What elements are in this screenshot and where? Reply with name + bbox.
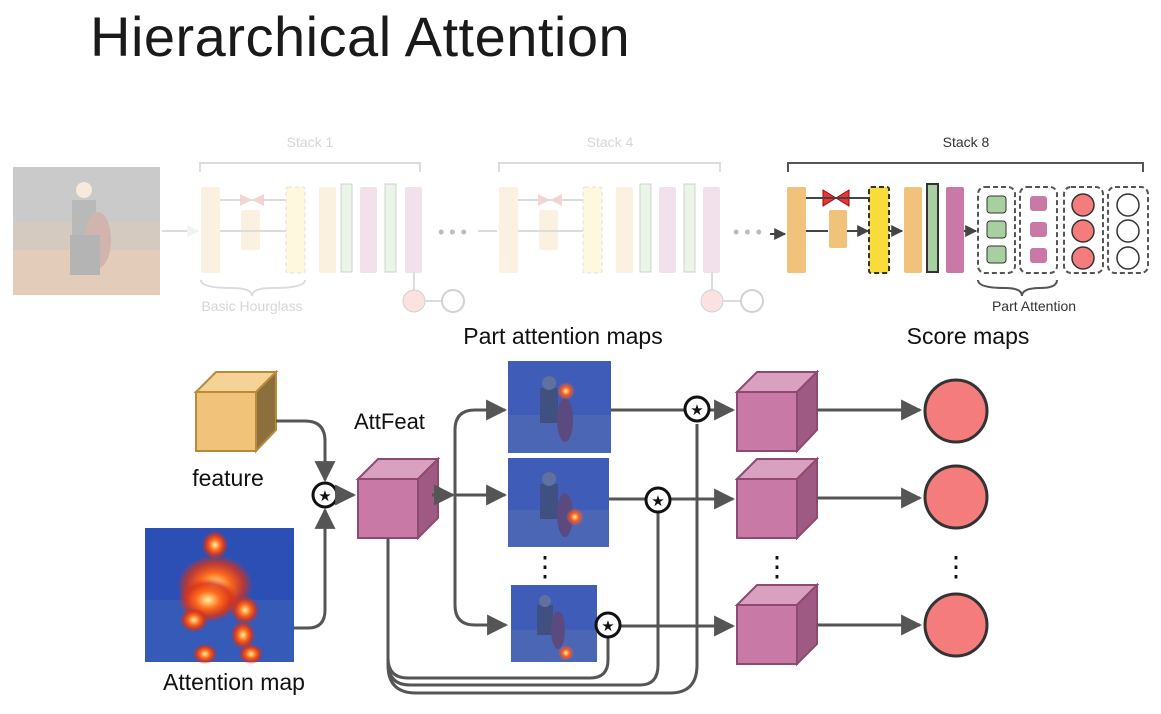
svg-text:Stack 4: Stack 4 [587,134,634,150]
score-map-3 [923,592,989,658]
svg-text:★: ★ [690,402,703,419]
svg-text:Part Attention: Part Attention [992,298,1076,314]
score-maps-label: Score maps [907,323,1030,349]
part-attention-map-1 [508,361,611,453]
score-map-2 [923,464,989,530]
svg-text:Basic Hourglass: Basic Hourglass [201,298,302,314]
stack-4: Stack 4 [478,134,764,313]
star-operator-1: ★ [311,481,339,509]
stack-8: Stack 8 Part Attention [770,134,1149,314]
star-operator-4: ★ [594,611,622,639]
output-cube-1 [734,369,820,454]
part-attention-maps-label: Part attention maps [463,323,662,349]
svg-text:★: ★ [318,488,331,505]
svg-text:★: ★ [651,493,664,510]
input-photo [13,167,160,295]
ellipsis-2: • • • [733,222,762,242]
svg-text:Stack 8: Stack 8 [943,134,990,150]
star-operator-3: ★ [644,486,672,514]
attention-map-image [145,528,294,664]
output-cube-2 [734,456,820,541]
output-cube-3 [734,582,820,667]
feature-cube [193,369,279,454]
attfeat-label: AttFeat [354,409,425,434]
part-attention-map-3 [511,585,597,662]
feature-label: feature [192,465,264,491]
vertical-dots-cubes: ⋮ [763,551,791,582]
vertical-dots-scores: ⋮ [942,551,970,582]
star-operator-2: ★ [683,395,711,423]
vertical-dots-maps: ⋮ [531,551,559,582]
stack-1: Stack 1 Basic Hourglass [162,134,465,314]
ellipsis-1: • • • [438,222,467,242]
slide-title: Hierarchical Attention [90,5,631,68]
part-attention-map-2 [508,458,609,547]
score-map-1 [923,378,989,444]
svg-text:Stack 1: Stack 1 [287,134,334,150]
attention-map-label: Attention map [163,669,305,695]
attfeat-cube [355,456,441,541]
svg-text:★: ★ [601,618,614,635]
